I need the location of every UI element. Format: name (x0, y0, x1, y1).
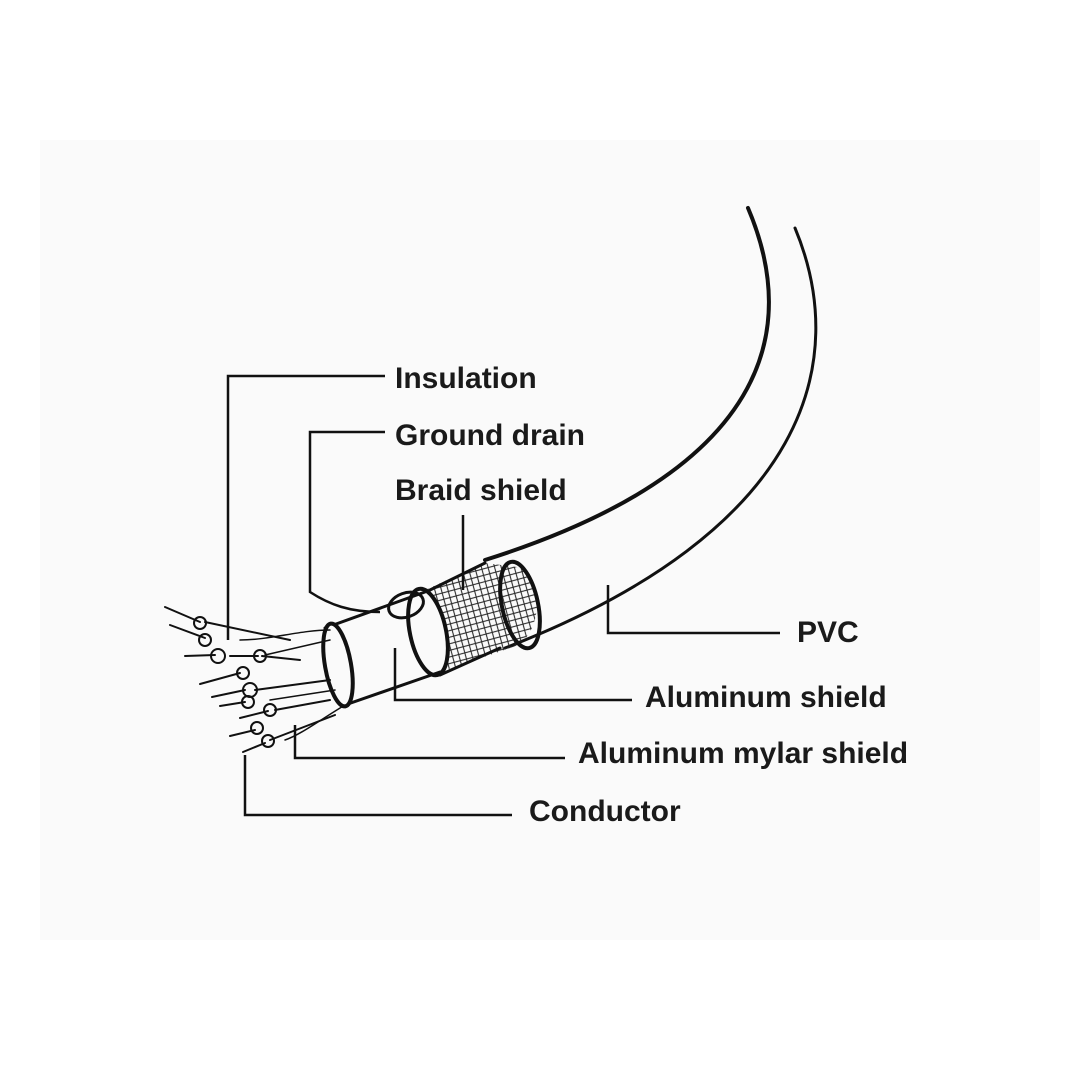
label-aluminum-shield: Aluminum shield (645, 681, 887, 714)
pvc-jacket-bottom (503, 226, 818, 650)
label-aluminum-mylar-shield: Aluminum mylar shield (578, 737, 909, 770)
ground-drain-leader (308, 430, 385, 614)
pvc-jacket-top (483, 206, 771, 562)
aluminum-mylar-shield-leader (293, 725, 565, 760)
label-conductor: Conductor (529, 795, 681, 828)
wire-pairs (164, 606, 336, 753)
mylar-shield (239, 629, 346, 741)
aluminum-shield (323, 590, 442, 707)
insulation-leader (226, 374, 385, 640)
label-ground-drain: Ground drain (395, 419, 585, 452)
braid-end-right (498, 559, 542, 651)
label-braid-shield: Braid shield (395, 474, 567, 507)
pvc-leader (606, 585, 780, 635)
aluminum-shield-end (321, 621, 355, 709)
aluminum-shield-leader (393, 648, 632, 702)
label-pvc: PVC (797, 616, 859, 649)
label-insulation: Insulation (395, 362, 537, 395)
conductor-leader (243, 755, 512, 817)
leader-lines (226, 374, 780, 817)
